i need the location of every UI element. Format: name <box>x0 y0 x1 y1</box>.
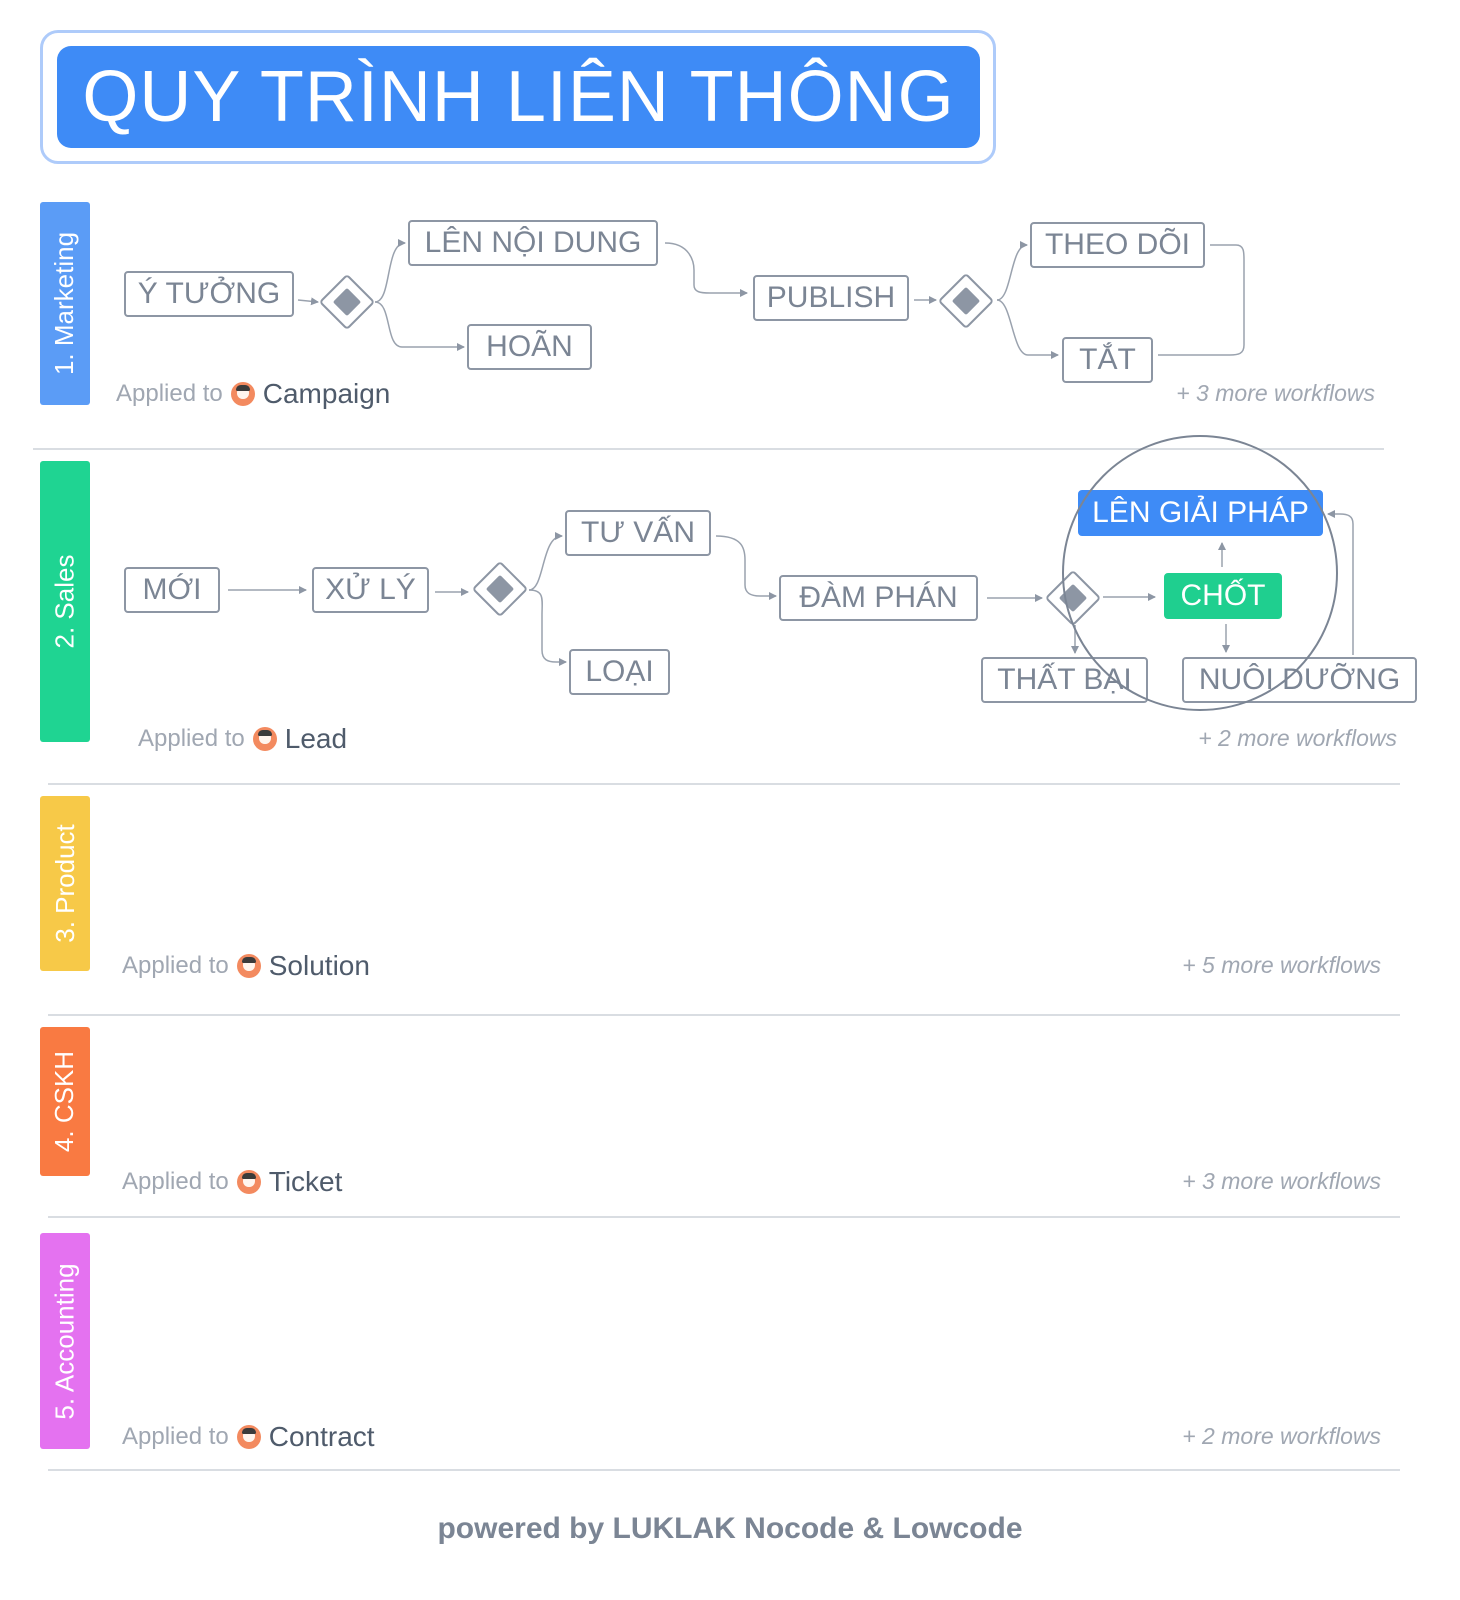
node-dam-phan[interactable]: ĐÀM PHÁN <box>779 575 978 621</box>
connector <box>297 297 319 306</box>
applied-entity[interactable]: Solution <box>268 950 370 981</box>
lane-tab-cskh[interactable]: 4. CSKH <box>40 1027 90 1176</box>
avatar-icon <box>236 954 261 978</box>
node-nuoi-duong[interactable]: NUÔI DƯỠNG <box>1182 657 1417 703</box>
node-moi[interactable]: MỚI <box>124 567 220 613</box>
more-workflows-link[interactable]: + 2 more workflows <box>1182 1423 1381 1449</box>
more-workflows-link[interactable]: + 3 more workflows <box>1182 1168 1381 1194</box>
connector <box>374 239 406 303</box>
avatar-icon <box>252 727 277 751</box>
title-frame: QUY TRÌNH LIÊN THÔNG <box>40 30 996 164</box>
more-workflows-link[interactable]: + 2 more workflows <box>1198 725 1397 751</box>
page-title: QUY TRÌNH LIÊN THÔNG <box>82 57 955 137</box>
applied-entity[interactable]: Ticket <box>268 1166 343 1197</box>
more-workflows-link[interactable]: + 5 more workflows <box>1182 952 1381 978</box>
applied-to-sales: Applied to Lead <box>138 723 347 755</box>
node-tat[interactable]: TẮT <box>1062 337 1153 383</box>
lane-divider <box>48 1014 1400 1016</box>
applied-label: Applied to <box>116 380 223 407</box>
node-chot[interactable]: CHỐT <box>1164 573 1282 619</box>
lane-divider <box>33 448 1384 450</box>
lane-divider <box>48 1216 1400 1218</box>
connector <box>715 535 777 600</box>
applied-to-cskh: Applied to Ticket <box>122 1166 342 1198</box>
connector <box>996 241 1028 301</box>
node-y-tuong[interactable]: Ý TƯỞNG <box>124 271 294 317</box>
powered-by-footer: powered by LUKLAK Nocode & Lowcode <box>437 1512 1023 1545</box>
connector <box>664 242 748 297</box>
node-loai[interactable]: LOẠI <box>569 649 670 695</box>
node-that-bai[interactable]: THẤT BẠI <box>981 657 1148 703</box>
gateway-icon <box>320 275 374 329</box>
lane-divider <box>48 783 1400 785</box>
applied-label: Applied to <box>122 952 229 979</box>
applied-label: Applied to <box>122 1168 229 1195</box>
node-len-noi-dung[interactable]: LÊN NỘI DUNG <box>408 220 658 266</box>
title-banner: QUY TRÌNH LIÊN THÔNG <box>57 46 980 148</box>
avatar-icon <box>230 382 255 406</box>
applied-entity[interactable]: Lead <box>284 723 348 754</box>
node-xu-ly[interactable]: XỬ LÝ <box>312 567 429 613</box>
gateway-icon <box>939 274 993 328</box>
node-hoan[interactable]: HOÃN <box>467 324 592 370</box>
lane-divider <box>48 1469 1400 1471</box>
applied-entity[interactable]: Contract <box>268 1421 375 1452</box>
more-workflows-link[interactable]: + 3 more workflows <box>1176 380 1375 406</box>
gateway-icon <box>1046 571 1100 625</box>
connector <box>528 532 563 591</box>
applied-to-marketing: Applied to Campaign <box>116 378 390 410</box>
node-publish[interactable]: PUBLISH <box>753 275 909 321</box>
applied-label: Applied to <box>122 1423 229 1450</box>
lane-tab-sales[interactable]: 2. Sales <box>40 461 90 742</box>
applied-label: Applied to <box>138 725 245 752</box>
lane-tab-product[interactable]: 3. Product <box>40 796 90 971</box>
gateway-icon <box>473 562 527 616</box>
connector <box>374 301 465 351</box>
lane-tab-accounting[interactable]: 5. Accounting <box>40 1233 90 1449</box>
connector <box>528 589 567 666</box>
connector <box>1327 510 1354 655</box>
connector <box>1158 244 1245 356</box>
avatar-icon <box>236 1170 261 1194</box>
applied-to-accounting: Applied to Contract <box>122 1421 375 1453</box>
applied-to-product: Applied to Solution <box>122 950 370 982</box>
lane-tab-marketing[interactable]: 1. Marketing <box>40 202 90 405</box>
node-tu-van[interactable]: TƯ VẤN <box>565 510 711 556</box>
connector <box>996 299 1059 359</box>
node-theo-doi[interactable]: THEO DÕI <box>1030 222 1205 268</box>
applied-entity[interactable]: Campaign <box>262 378 391 409</box>
node-len-giai-phap[interactable]: LÊN GIẢI PHÁP <box>1078 490 1323 536</box>
avatar-icon <box>236 1425 261 1449</box>
